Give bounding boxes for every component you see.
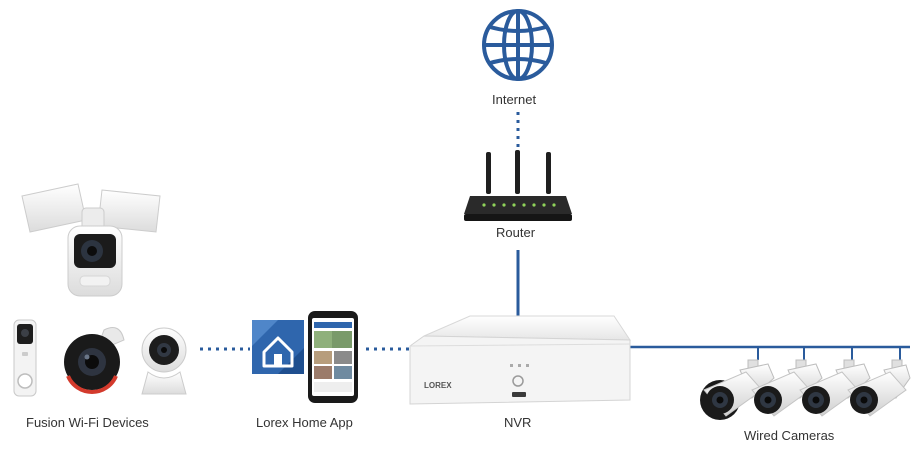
fusion-devices-label: Fusion Wi-Fi Devices	[26, 415, 149, 430]
nvr-icon	[409, 315, 631, 405]
doorbell-icon	[13, 319, 37, 397]
connectors	[200, 112, 910, 360]
smartphone-icon	[308, 311, 358, 403]
wired-camera-4	[847, 359, 911, 417]
lorex-home-app-label: Lorex Home App	[256, 415, 353, 430]
nvr-brand-text: LOREX	[424, 381, 452, 390]
indoor-camera-icon	[141, 327, 187, 395]
nvr-label: NVR	[504, 415, 532, 430]
wired-camera-3	[799, 359, 871, 417]
internet-label: Internet	[492, 92, 537, 107]
wired-camera-2	[751, 359, 823, 417]
router-icon	[464, 150, 572, 221]
bullet-camera-icon	[64, 327, 125, 394]
wired-cameras-label: Wired Cameras	[744, 428, 835, 443]
wired-camera-1	[700, 359, 775, 420]
app-logo-icon	[252, 320, 304, 374]
globe-icon	[482, 9, 554, 81]
floodlight-camera-icon	[21, 183, 161, 297]
router-label: Router	[496, 225, 536, 240]
